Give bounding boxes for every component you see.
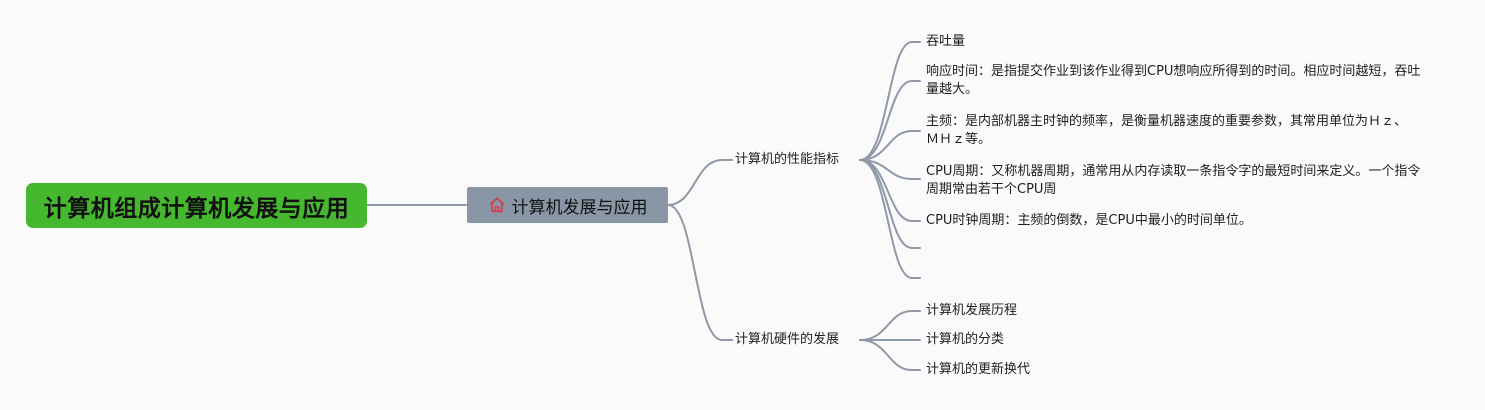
branch-label: 计算机硬件的发展 [735, 332, 840, 347]
house-icon [489, 197, 504, 213]
leaf-label: 响应时间：是指提交作业到该作业得到CPU想响应所得到的时间。相应时间越短，吞吐量… [926, 64, 1421, 97]
connector-branch-2-leaf-3 [859, 339, 921, 371]
central-topic[interactable]: 计算机发展与应用 [467, 187, 668, 223]
leaf-cpu-clock-cycle[interactable]: CPU时钟周期：主频的倒数，是CPU中最小的时间单位。 [926, 212, 1252, 230]
connector-branch-1-leaf-3 [859, 130, 921, 161]
leaf-cpu-cycle[interactable]: CPU周期：又称机器周期，通常用从内存读取一条指令字的最短时间来定义。一个指令周… [926, 163, 1421, 199]
connector-branch-2-leaf-1 [859, 310, 921, 341]
leaf-label: CPU时钟周期：主频的倒数，是CPU中最小的时间单位。 [926, 213, 1252, 228]
leaf-development-history[interactable]: 计算机发展历程 [926, 302, 1017, 320]
leaf-label: 计算机的更新换代 [926, 362, 1031, 377]
leaf-label: CPU周期：又称机器周期，通常用从内存读取一条指令字的最短时间来定义。一个指令周… [926, 164, 1421, 197]
branch-hardware[interactable]: 计算机硬件的发展 [735, 331, 839, 349]
branch-performance[interactable]: 计算机的性能指标 [735, 151, 839, 169]
leaf-label: 主频：是内部机器主时钟的频率，是衡量机器速度的重要参数，其常用单位为Ｈｚ、ＭＨｚ… [926, 114, 1408, 147]
leaf-response-time[interactable]: 响应时间：是指提交作业到该作业得到CPU想响应所得到的时间。相应时间越短，吞吐量… [926, 63, 1421, 99]
connector-branch-1-leaf-2 [859, 80, 921, 161]
leaf-label: 计算机的分类 [926, 332, 1005, 347]
leaf-label: 计算机发展历程 [926, 303, 1018, 318]
leaf-generation-update[interactable]: 计算机的更新换代 [926, 361, 1030, 379]
connector-branch-1-leaf-6 [859, 159, 921, 249]
root-topic-label: 计算机组成计算机发展与应用 [43, 195, 350, 222]
connector-branch-1-leaf-1 [859, 41, 921, 161]
leaf-label: 吞吐量 [926, 34, 966, 49]
connector-branch-1-leaf-7 [859, 159, 921, 279]
branch-label: 计算机的性能指标 [735, 152, 840, 167]
connector-center-branch-2 [667, 204, 733, 341]
connector-branch-1-leaf-4 [859, 159, 921, 180]
leaf-clock-frequency[interactable]: 主频：是内部机器主时钟的频率，是衡量机器速度的重要参数，其常用单位为Ｈｚ、ＭＨｚ… [926, 113, 1416, 149]
leaf-throughput[interactable]: 吞吐量 [926, 33, 965, 51]
leaf-classification[interactable]: 计算机的分类 [926, 331, 1004, 349]
root-topic[interactable]: 计算机组成计算机发展与应用 [26, 183, 367, 228]
central-topic-label: 计算机发展与应用 [511, 197, 648, 218]
connector-center-branch-1 [667, 159, 733, 206]
